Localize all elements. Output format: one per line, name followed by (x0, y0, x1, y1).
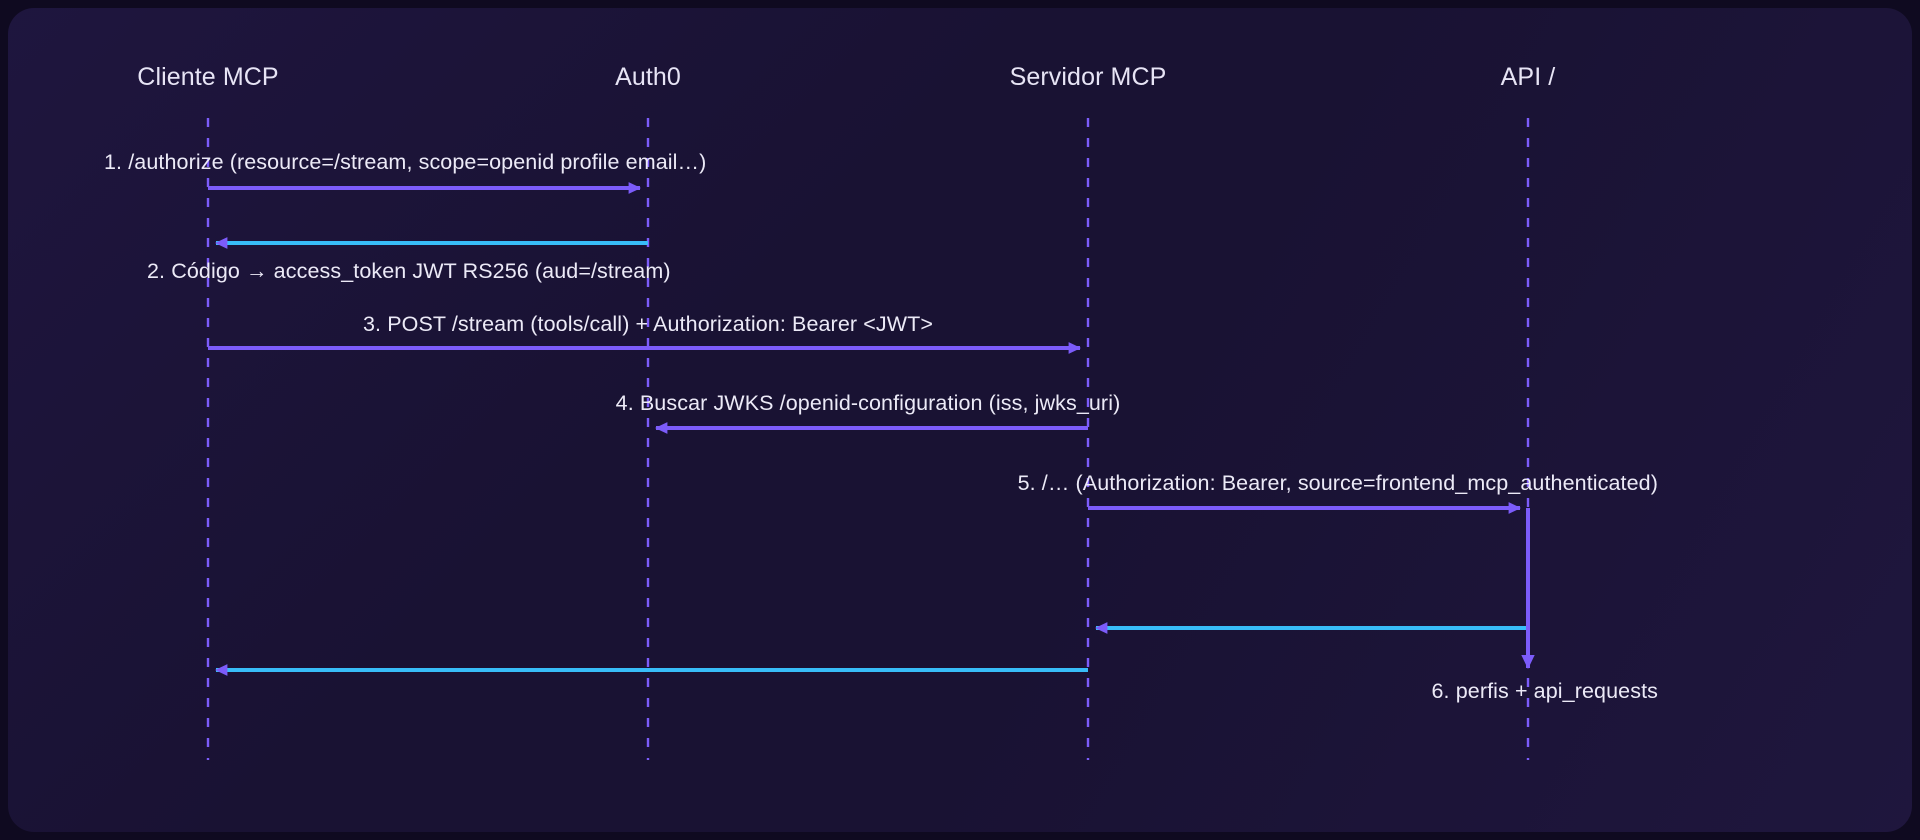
message-label-6: 6. perfis + api_requests (1431, 679, 1658, 703)
participant-label-api: API / (1500, 63, 1556, 91)
sequence-diagram-canvas (206, 118, 1535, 760)
diagram-panel: Cliente MCP Auth0 Servidor MCP API / 1. /aut… (8, 8, 1912, 832)
message-label-2: 2. Código → access_token JWT RS256 (aud=… (147, 259, 671, 283)
message-label-4: 4. Buscar JWKS /openid-configuration (is… (615, 391, 1121, 415)
message-arrows-group (208, 182, 1535, 676)
participant-label-server: Servidor MCP (1009, 63, 1167, 91)
lifelines-group (206, 118, 1530, 760)
participant-label-client: Cliente MCP (137, 63, 279, 91)
message-label-5: 5. /… (Authorization: Bearer, source=fro… (1017, 471, 1658, 495)
participant-label-auth0: Auth0 (615, 63, 681, 91)
message-label-1: 1. /authorize (resource=/stream, scope=o… (104, 150, 707, 174)
message-label-3: 3. POST /stream (tools/call) + Authoriza… (363, 312, 933, 336)
